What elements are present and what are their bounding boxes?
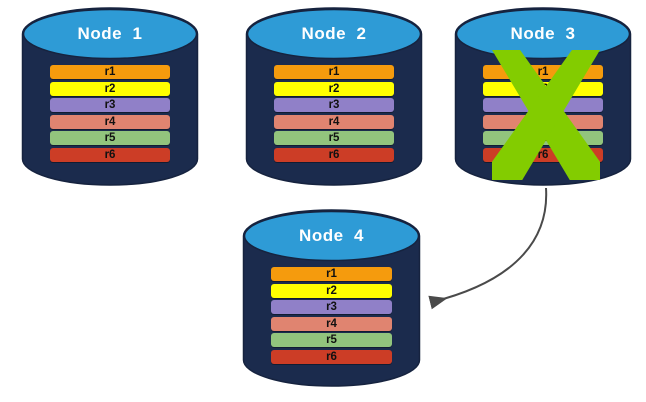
- replica-row[interactable]: r5: [274, 131, 394, 146]
- replica-row[interactable]: r2: [274, 81, 394, 96]
- replica-row[interactable]: r3: [271, 300, 392, 315]
- replica-row[interactable]: r3: [50, 98, 170, 113]
- replica-row[interactable]: r2: [271, 283, 392, 298]
- cylinder-top-cap: [246, 8, 422, 60]
- replica-row[interactable]: r4: [271, 316, 392, 331]
- replica-row[interactable]: r4: [274, 114, 394, 129]
- replica-row[interactable]: r6: [271, 349, 392, 364]
- replica-row[interactable]: r4: [50, 114, 170, 129]
- replica-row[interactable]: r5: [271, 333, 392, 348]
- replica-row[interactable]: r5: [50, 131, 170, 146]
- replica-row[interactable]: r6: [274, 147, 394, 162]
- cylinder-top-cap: [243, 210, 420, 262]
- replica-row[interactable]: r1: [274, 65, 394, 79]
- replica-row[interactable]: r1: [271, 267, 392, 281]
- replica-row[interactable]: r3: [274, 98, 394, 113]
- failover-arrow-path: [428, 187, 548, 310]
- replica-row[interactable]: r6: [50, 147, 170, 162]
- replica-row[interactable]: r2: [50, 81, 170, 96]
- cylinder-top-cap: [22, 8, 198, 60]
- replica-row[interactable]: r1: [50, 65, 170, 79]
